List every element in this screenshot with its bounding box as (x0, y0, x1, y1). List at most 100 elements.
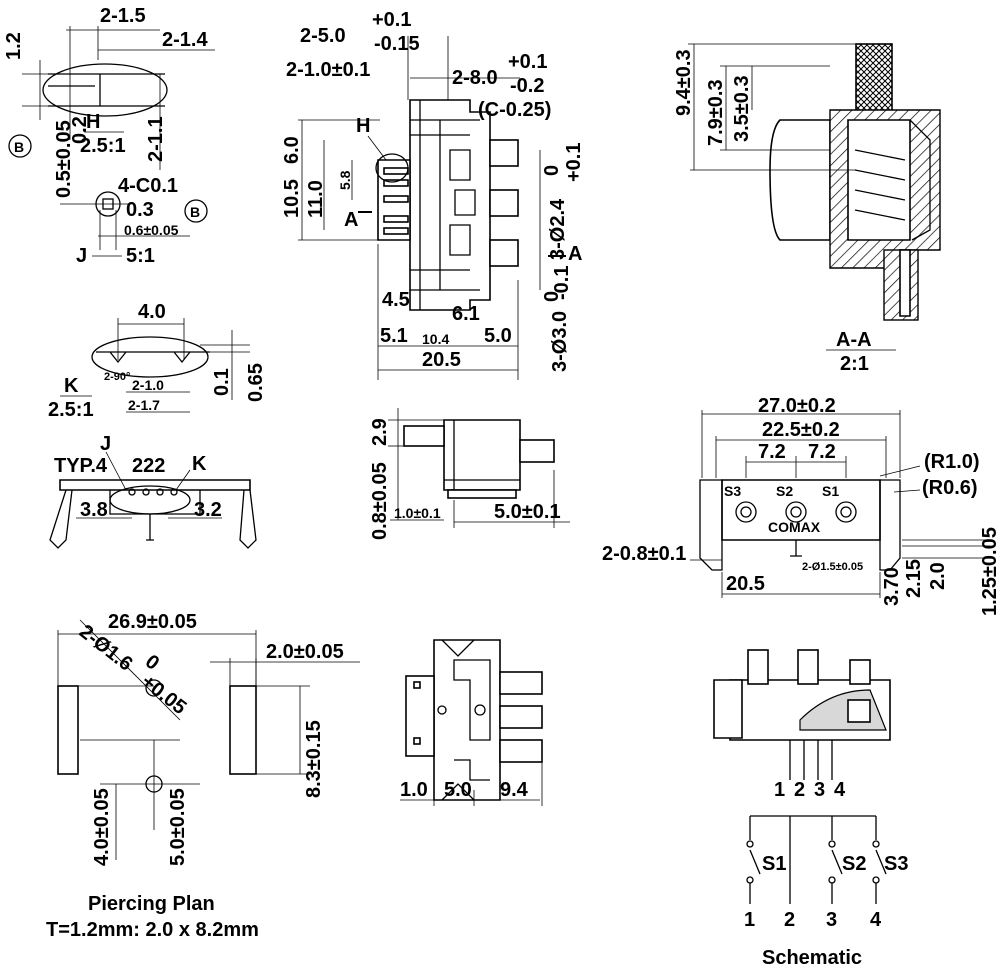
dim-back-9-4: 9.4 (500, 779, 529, 801)
dim-side-0-8: 0.8±0.05 (369, 462, 391, 540)
dim-k-6: 2-1.7 (128, 397, 160, 413)
dim-top-pin: 2-0.8±0.1 (602, 543, 686, 565)
dim-bottom-222: 222 (132, 455, 165, 477)
schematic-pin-3: 3 (826, 909, 837, 931)
dim-front-5-0: 5.0 (484, 325, 512, 347)
dim-pierce-hole-tol-low: 0 (141, 651, 163, 675)
schematic-pin-4: 4 (870, 909, 882, 931)
dim-aa-1: 9.4±0.3 (673, 49, 695, 116)
section-aa-label: A-A (836, 329, 872, 351)
dim-front-chamfer: (C-0.25) (478, 99, 551, 121)
label-s2: S2 (776, 483, 793, 499)
datum-b-1: B (14, 139, 24, 155)
label-j: J (100, 433, 111, 455)
dim-aa-2: 7.9±0.3 (705, 79, 727, 146)
dim-top-22-5: 22.5±0.2 (762, 419, 840, 441)
dim-bottom-3-8: 3.8 (80, 499, 108, 521)
schematic-pin-2: 2 (784, 909, 795, 931)
dim-k-5: 2-1.0 (132, 377, 164, 393)
dim-front-6-1: 6.1 (452, 303, 480, 325)
dim-top-7-2a: 7.2 (758, 441, 786, 463)
dim-pierce-26-9: 26.9±0.05 (108, 611, 197, 633)
dim-side-1-0: 1.0±0.1 (394, 505, 441, 521)
dim-front-2: 2-1.0±0.1 (286, 59, 370, 81)
dim-front-10-5: 10.5 (281, 179, 303, 218)
dim-front-d30: 3-Ø3.0 (549, 311, 571, 372)
dim-h-1: 2-1.5 (100, 5, 146, 27)
dim-front-d30-0: 0 (541, 291, 563, 302)
detail-k-label: K (64, 375, 79, 397)
label-a-left: A (344, 209, 358, 231)
label-a-right: A (568, 243, 582, 265)
dim-top-20-5: 20.5 (726, 573, 765, 595)
label-s3: S3 (724, 483, 741, 499)
detail-h-label: H (86, 111, 100, 133)
label-h-front: H (356, 115, 370, 137)
dim-front-11-0: 11.0 (305, 180, 327, 218)
dim-front-6-0: 6.0 (281, 136, 303, 164)
dim-top-7-2b: 7.2 (808, 441, 836, 463)
detail-j-label: J (76, 245, 87, 267)
iso-pin-2: 2 (794, 779, 805, 801)
dim-front-d24-tol: +0.1 (563, 143, 585, 182)
detail-j-scale: 5:1 (126, 245, 155, 267)
piercing-plan-view: 26.9±0.05 2-Ø1.6 +0.05 0 2.0±0.05 8.3±0.… (46, 611, 360, 941)
dim-front-5-8: 5.8 (337, 170, 353, 190)
dim-j-3: 0.6±0.05 (124, 222, 179, 238)
datum-b-2: B (190, 204, 200, 220)
dim-pierce-8-3: 8.3±0.15 (303, 720, 325, 798)
dim-h-4: 0.5±0.05 (53, 120, 75, 198)
dim-pierce-4-0: 4.0±0.05 (91, 788, 113, 866)
dim-top-27: 27.0±0.2 (758, 395, 836, 417)
dim-front-3-tol-low: -0.2 (510, 75, 544, 97)
detail-k-scale: 2.5:1 (48, 399, 94, 421)
dim-front-4-5: 4.5 (382, 289, 410, 311)
dim-h-5: 0.2 (69, 116, 91, 144)
dim-front-d30-tol: -0.1 (551, 266, 573, 300)
back-view: 1.0 5.0 9.4 (400, 639, 543, 806)
dim-side-5-0: 5.0±0.1 (494, 501, 561, 523)
bottom-view: TYP.4 222 3.8 3.2 J K (49, 433, 257, 549)
dim-top-hole: 2-Ø1.5±0.05 (802, 561, 863, 573)
dim-front-d24-0: 0 (541, 165, 563, 176)
dim-front-1-tol-up: +0.1 (372, 9, 411, 31)
side-view: 2.9 0.8±0.05 1.0±0.1 5.0±0.1 (369, 408, 570, 540)
dim-front-1-tol-low: -0.15 (374, 33, 420, 55)
dim-h-3: 1.2 (3, 32, 25, 60)
dim-j-1: 4-C0.1 (118, 175, 178, 197)
dim-front-3-tol-up: +0.1 (508, 51, 547, 73)
dim-k-3: 0.65 (245, 363, 267, 402)
schematic-pin-1: 1 (744, 909, 755, 931)
iso-pin-4: 4 (834, 779, 846, 801)
iso-view: 1 2 3 4 (713, 649, 891, 801)
dim-front-20-5: 20.5 (422, 349, 461, 371)
dim-back-1-0: 1.0 (400, 779, 428, 801)
dim-top-2-15: 2.15 (903, 559, 925, 598)
dim-k-4: 2-90° (104, 371, 130, 383)
piercing-subtitle: T=1.2mm: 2.0 x 8.2mm (46, 919, 259, 941)
piercing-title: Piercing Plan (88, 893, 215, 915)
detail-j-view: 4-C0.1 0.3 0.6±0.05 B J 5:1 (60, 175, 208, 267)
dim-aa-3: 3.5±0.3 (731, 75, 753, 142)
schematic-s1: S1 (762, 853, 786, 875)
dim-top-r1: (R1.0) (924, 451, 980, 473)
schematic-s3: S3 (884, 853, 908, 875)
dim-pierce-5-0: 5.0±0.05 (167, 788, 189, 866)
dim-bottom-3-2: 3.2 (194, 499, 222, 521)
dim-k-1: 4.0 (138, 301, 166, 323)
top-view: 27.0±0.2 22.5±0.2 7.2 7.2 (R1.0) (R0.6) … (602, 395, 1001, 616)
dim-top-3-70: 3.70 (881, 567, 903, 606)
dim-j-2: 0.3 (126, 199, 154, 221)
dim-front-10-4: 10.4 (422, 331, 449, 347)
dim-side-2-9: 2.9 (369, 418, 391, 446)
detail-h-scale: 2.5:1 (80, 135, 126, 157)
dim-h-2: 2-1.4 (162, 29, 208, 51)
schematic-title: Schematic (762, 947, 862, 969)
dim-k-2: 0.1 (211, 368, 233, 396)
dim-front-d24: 3-Ø2.4 (547, 198, 569, 260)
front-view: 2-5.0 +0.1 -0.15 2-1.0±0.1 2-8.0 +0.1 -0… (281, 9, 585, 380)
label-s1: S1 (822, 483, 839, 499)
dim-top-2-0: 2.0 (927, 562, 949, 590)
dim-back-5-0: 5.0 (444, 779, 472, 801)
